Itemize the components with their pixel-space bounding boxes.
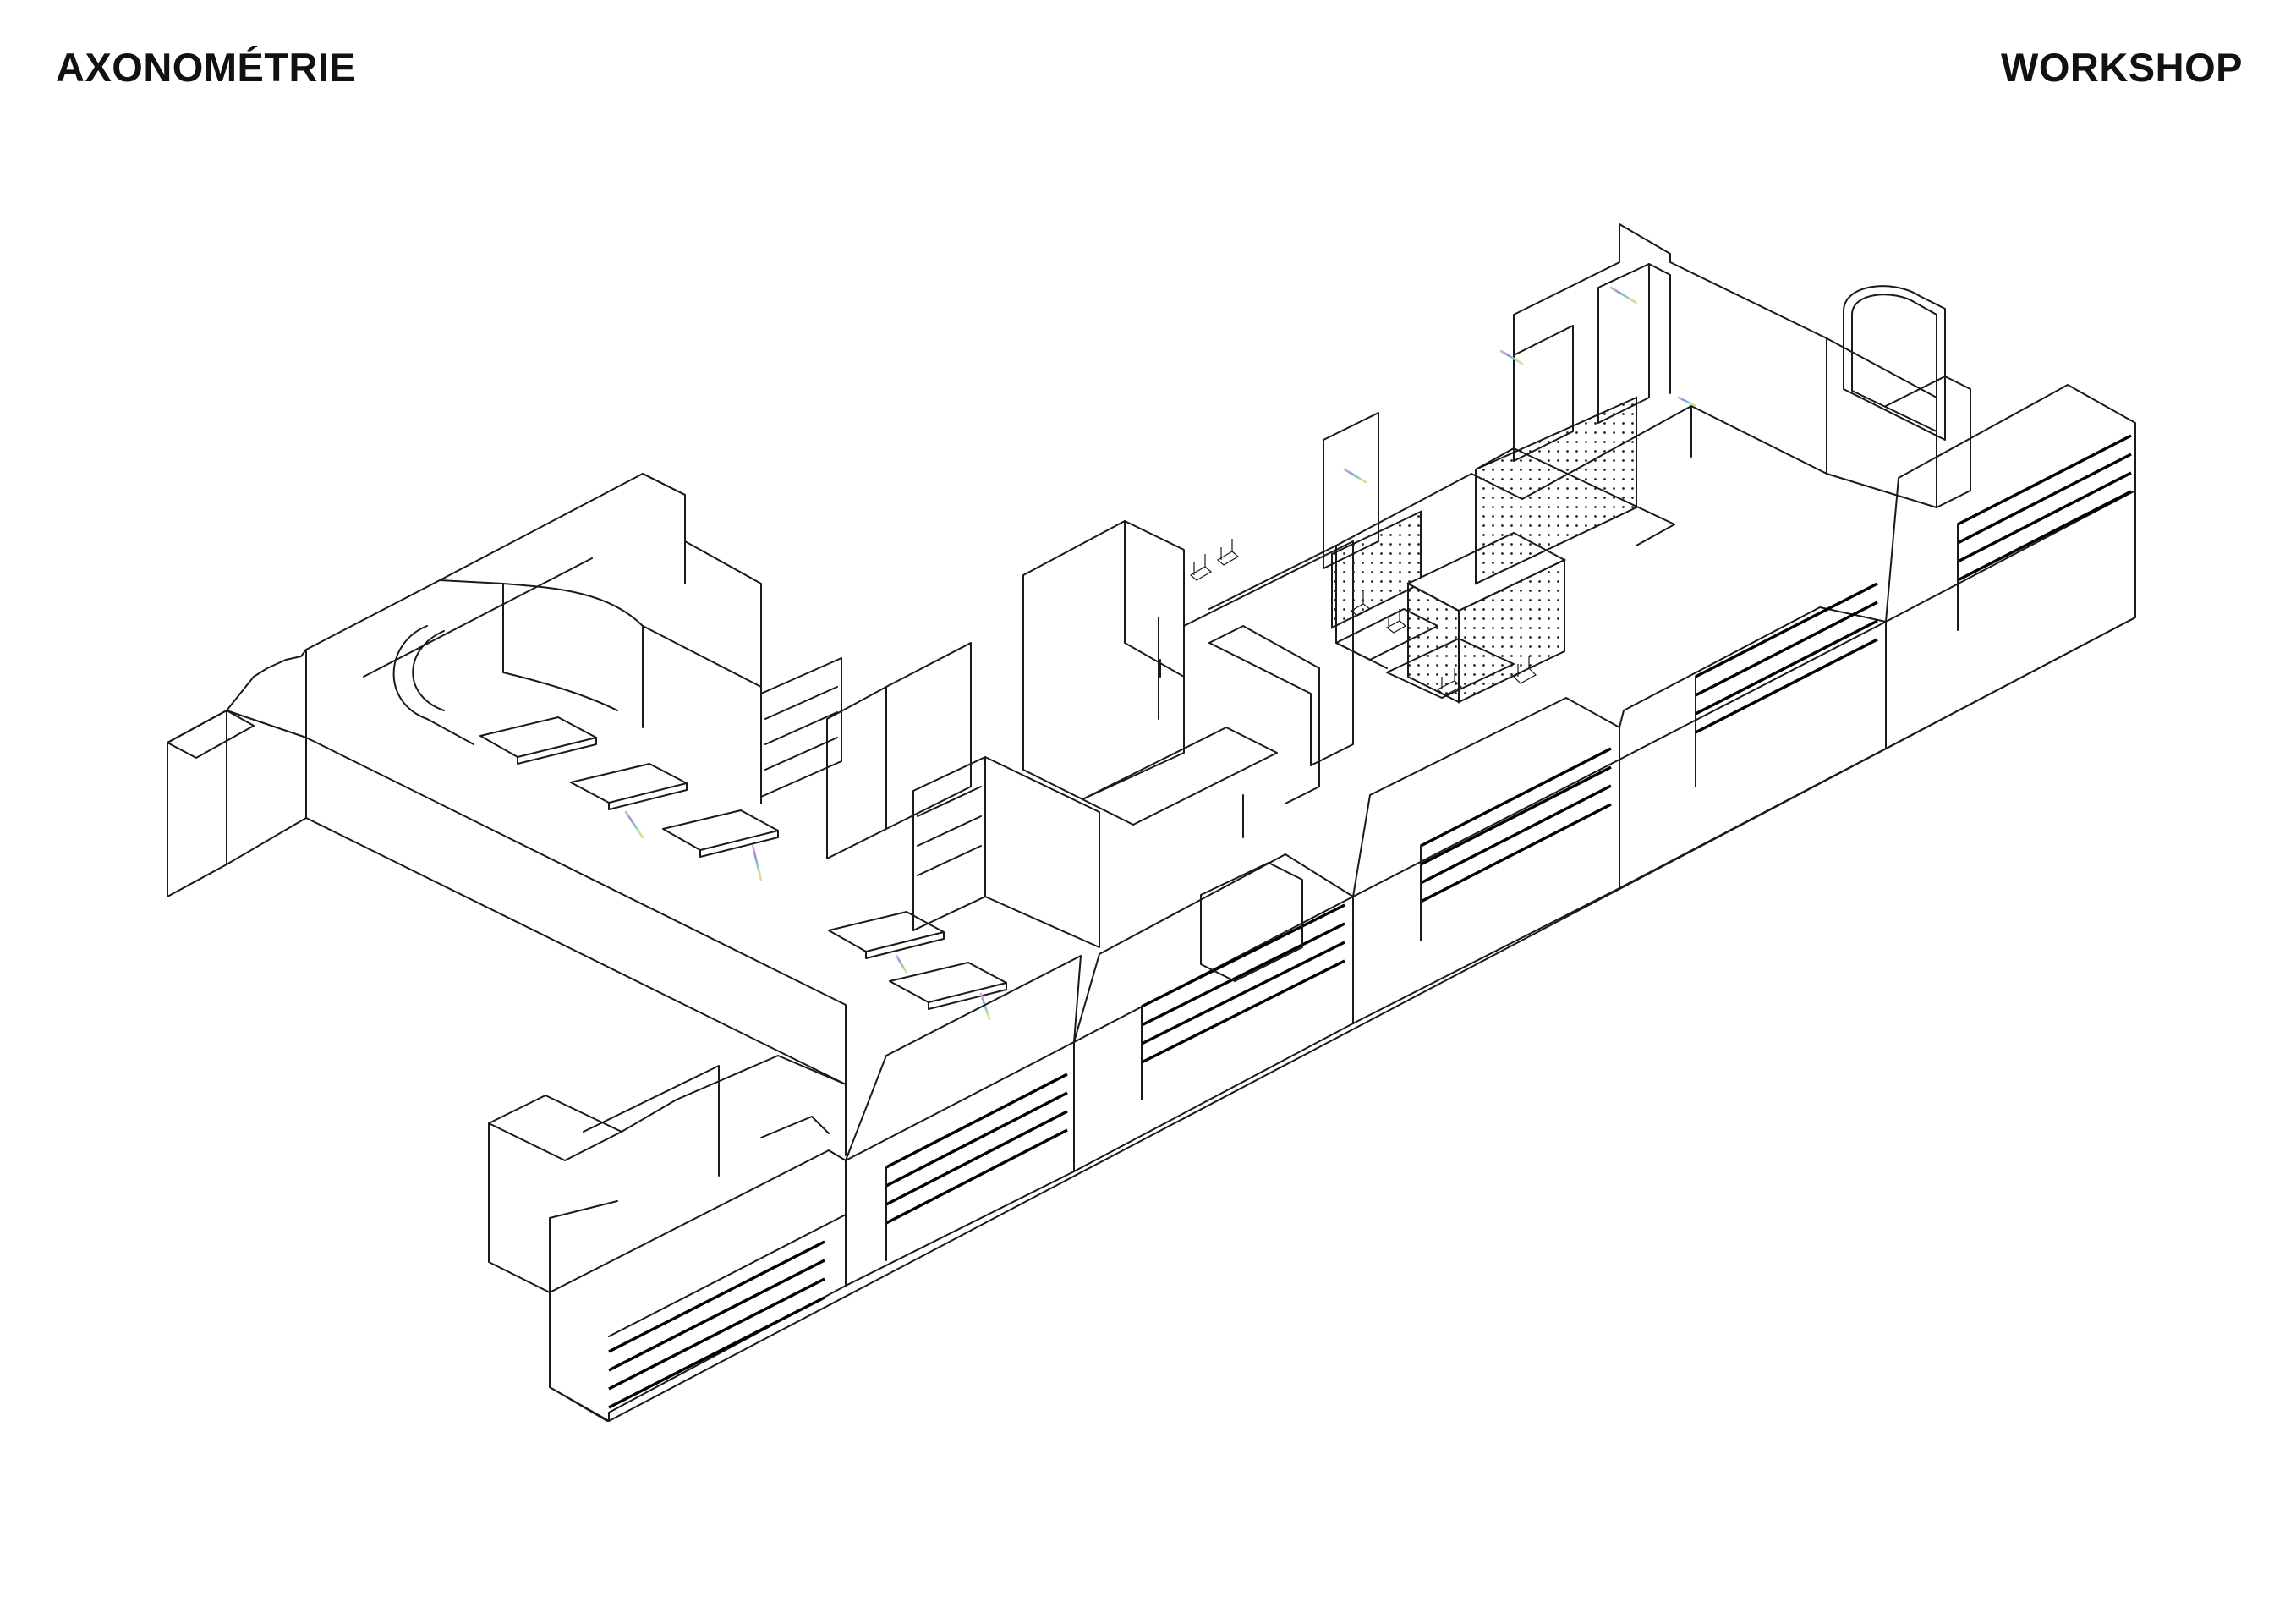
workshop-machine-3 [1436, 668, 1463, 696]
glass-strip-right-4 [1677, 396, 1697, 408]
workshop-machine-6 [1216, 539, 1240, 566]
right-rear-wall-top [1513, 223, 1620, 356]
front-storage-wall [549, 384, 2136, 1422]
left-wing [167, 473, 847, 1156]
curved-partition-inner [412, 630, 445, 711]
central-table-top [1082, 727, 1278, 826]
shelving-unit-2 [912, 756, 986, 931]
storage-block-a [549, 1149, 847, 1422]
left-wing-long-wall [305, 737, 847, 1156]
left-end-wall-top [167, 710, 255, 759]
workshop-machine-4 [1513, 656, 1537, 684]
glass-strip-right-1 [1609, 286, 1638, 304]
desk-3 [662, 809, 779, 881]
workshop-machine-2 [1385, 609, 1407, 634]
storage-tower-1 [1597, 263, 1650, 424]
left-wing-rear-wall [305, 473, 686, 650]
workbench-left [1335, 608, 1438, 661]
tall-pier-1-side [885, 642, 972, 830]
glass-strip-right-2 [1499, 349, 1524, 365]
drawing-title: AXONOMÉTRIE [56, 45, 357, 90]
arched-doorway [1843, 285, 1946, 441]
annex-inner-wall-2 [760, 1116, 830, 1138]
desk-5 [889, 962, 1007, 1021]
central-rooms [760, 520, 1354, 982]
annex-inner-wall [583, 1065, 720, 1177]
project-title: WORKSHOP [2001, 45, 2243, 90]
facade-base-line [608, 617, 2136, 1422]
curved-partition-outline [392, 625, 474, 745]
desk-1 [479, 716, 597, 776]
left-wing-long-wall-base [305, 817, 847, 1085]
desk-2 [570, 763, 688, 839]
pod-side-wall-top [642, 473, 762, 688]
storage-block-c [1073, 853, 1355, 1172]
small-storage-unit [1200, 862, 1303, 982]
storage-block-d [1352, 697, 1621, 1024]
workshop-area [1189, 396, 1692, 704]
annex-block-top [488, 1095, 622, 1161]
left-wing-desks [479, 716, 1007, 1021]
large-opening-frame [1208, 625, 1320, 804]
desk-4 [828, 911, 945, 974]
storage-tower-3 [1323, 412, 1379, 569]
right-corner-block [1885, 376, 1971, 508]
annex-corridor-wall [621, 1055, 847, 1133]
shelving-unit-1 [760, 657, 842, 798]
workshop-machine-5 [1189, 554, 1213, 581]
storage-block-f [1885, 384, 2136, 749]
central-room-right-wall [1183, 540, 1354, 766]
storage-tower-2 [1513, 325, 1574, 462]
rounded-pod-front [502, 583, 618, 711]
storage-tower-1-side [1648, 263, 1671, 394]
right-room-partition [1826, 337, 1937, 508]
right-wing [1323, 223, 1971, 569]
left-wing-rear-wall-base [363, 557, 593, 678]
meeting-room-partition [1124, 520, 1185, 678]
rounded-pod-wall [439, 579, 644, 728]
perforated-panel-right [1475, 396, 1675, 585]
storage-block-b [845, 955, 1082, 1287]
storage-block-e [1619, 548, 1888, 889]
workshop-machine-1 [1350, 592, 1372, 617]
workbench-lower [1386, 638, 1515, 699]
right-rear-wall [1619, 223, 1827, 475]
glass-strip-right-3 [1343, 468, 1367, 484]
shelving-unit-2-side [984, 756, 1100, 948]
